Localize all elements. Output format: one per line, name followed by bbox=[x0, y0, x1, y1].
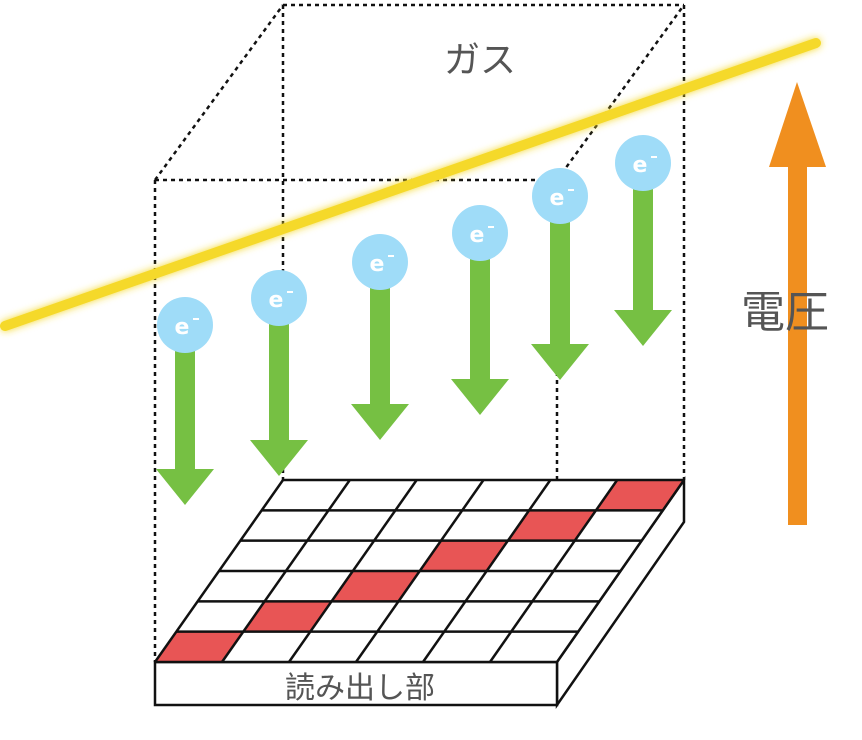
electron-drift: e bbox=[451, 205, 509, 415]
readout-board bbox=[153, 476, 686, 709]
electron-label: e bbox=[269, 288, 284, 313]
electron-label: e bbox=[550, 186, 565, 211]
hit-cell bbox=[243, 601, 332, 632]
electron-circle bbox=[251, 270, 307, 326]
gas-label: ガス bbox=[444, 40, 516, 81]
drift-arrow-head bbox=[531, 344, 589, 380]
hit-cell bbox=[507, 510, 596, 541]
drift-arrow-head bbox=[451, 379, 509, 415]
electron-drift: e bbox=[250, 270, 308, 476]
drift-arrow-shaft bbox=[269, 298, 289, 440]
drift-arrow-head bbox=[156, 469, 214, 505]
voltage-arrow bbox=[769, 82, 826, 525]
hit-cell bbox=[155, 631, 244, 662]
particle-track bbox=[0, 38, 821, 331]
electron-label: e bbox=[370, 252, 385, 277]
electron-drift: e bbox=[531, 168, 589, 380]
drift-arrow-head bbox=[351, 404, 409, 440]
electron-circle bbox=[532, 168, 588, 224]
drift-arrow-shaft bbox=[470, 233, 490, 379]
electron-circle bbox=[452, 205, 508, 261]
hit-cell bbox=[595, 480, 684, 511]
electron-drift: e bbox=[351, 234, 409, 440]
electron-circle bbox=[352, 234, 408, 290]
drift-arrow-shaft bbox=[175, 325, 195, 469]
drift-arrow-shaft bbox=[370, 262, 390, 404]
readout-grid-lines bbox=[153, 478, 686, 664]
electron-drift: e bbox=[614, 135, 672, 346]
electron-circle bbox=[615, 135, 671, 191]
electron-label: e bbox=[470, 223, 485, 248]
drift-arrow-head bbox=[250, 440, 308, 476]
drift-arrow-shaft bbox=[550, 196, 570, 344]
electron-circle bbox=[157, 297, 213, 353]
hit-cell bbox=[331, 571, 420, 602]
readout-label: 読み出し部 bbox=[285, 671, 435, 706]
electron-label: e bbox=[633, 153, 648, 178]
hit-cell bbox=[419, 540, 508, 571]
electron-drift: e bbox=[156, 297, 214, 505]
electrons-group: e e e e e e bbox=[156, 135, 672, 505]
drift-arrow-head bbox=[614, 310, 672, 346]
electron-label: e bbox=[175, 315, 190, 340]
voltage-label: 電圧 bbox=[741, 287, 829, 338]
drift-arrow-shaft bbox=[633, 163, 653, 310]
